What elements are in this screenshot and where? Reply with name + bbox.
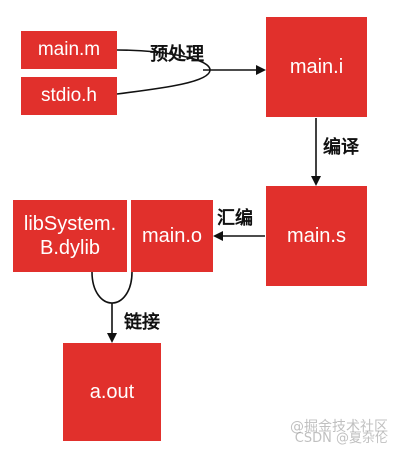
watermark-line1: @掘金技术社区 (290, 419, 388, 436)
watermark-line2: CSDN @夏杂伦 (294, 430, 388, 446)
edge-label-compile: 编译 (323, 137, 359, 158)
node-libsystem: libSystem. B.dylib (13, 200, 127, 272)
node-main-i-label: main.i (289, 56, 344, 78)
node-main-m-label: main.m (37, 38, 101, 60)
node-main-o-label: main.o (141, 225, 203, 247)
node-stdio-h: stdio.h (21, 77, 117, 115)
node-main-i: main.i (266, 17, 367, 117)
edge-label-assemble: 汇编 (217, 208, 253, 229)
node-main-s-label: main.s (287, 225, 346, 247)
edge-label-preprocess: 预处理 (150, 44, 204, 65)
watermark: @掘金技术社区 CSDN @夏杂伦 (290, 419, 388, 446)
node-a-out-label: a.out (89, 381, 135, 403)
node-libsystem-label-line1: libSystem. (23, 213, 117, 235)
edge-link-curve (91, 271, 133, 304)
edge-label-link: 链接 (124, 312, 160, 333)
node-libsystem-label-line2: B.dylib (39, 237, 101, 259)
node-stdio-h-label: stdio.h (41, 84, 97, 106)
node-main-m: main.m (21, 31, 117, 69)
node-main-s: main.s (266, 186, 367, 286)
node-a-out: a.out (63, 343, 161, 441)
node-main-o: main.o (131, 200, 213, 272)
